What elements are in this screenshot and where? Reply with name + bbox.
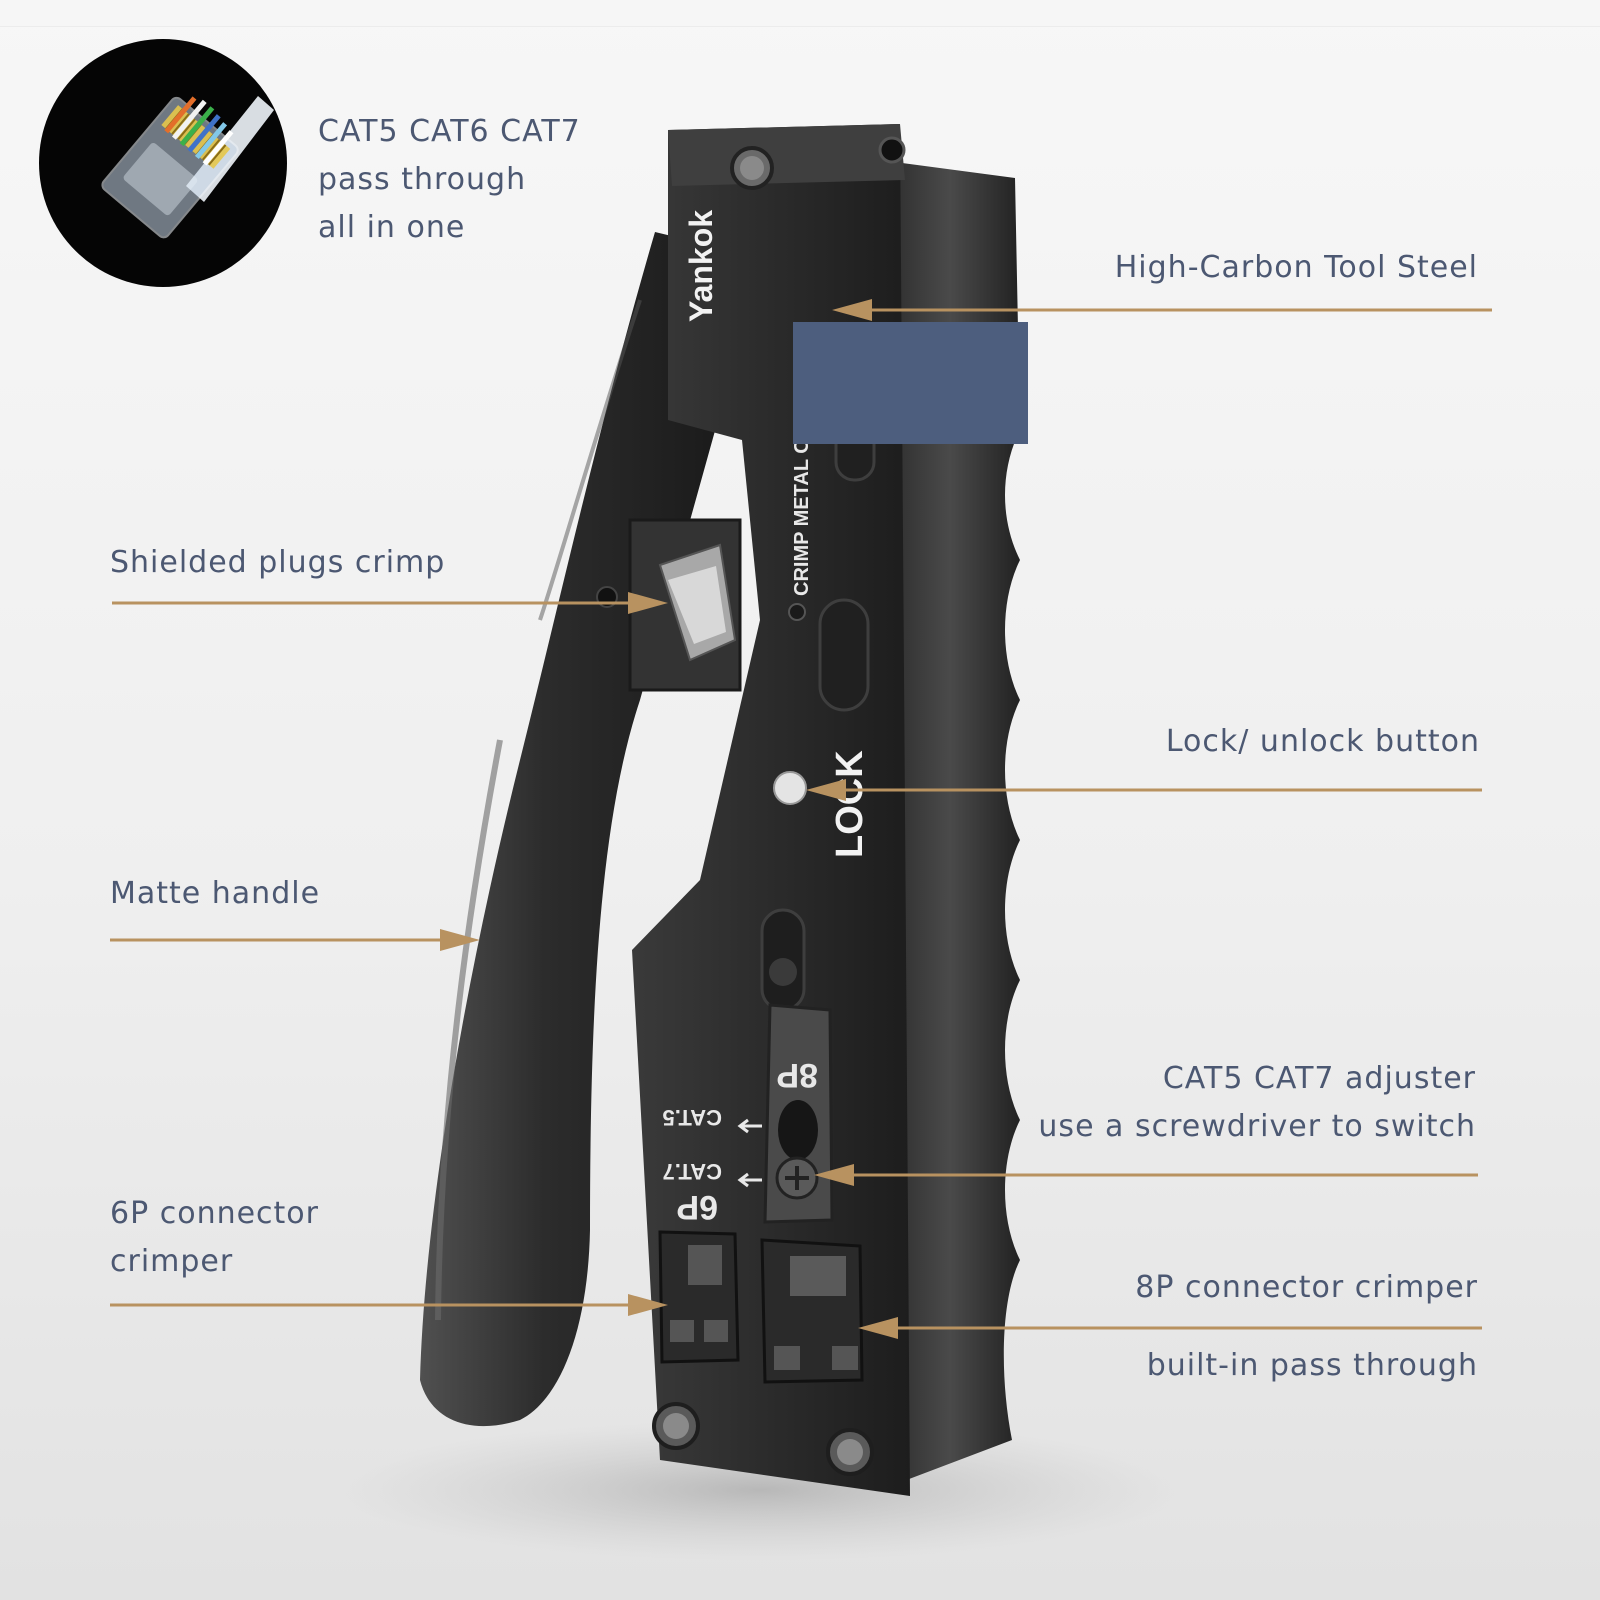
callout-steel: High-Carbon Tool Steel — [1115, 244, 1478, 292]
tool-cat5-mark: CAT.5 — [663, 1105, 723, 1130]
adjuster-leader-line — [814, 1164, 1478, 1186]
callout-six-p: 6P connector crimper — [110, 1190, 319, 1286]
lock-leader-line — [806, 779, 1482, 801]
top-band — [0, 0, 1600, 27]
six-p-leader-line — [110, 1294, 668, 1316]
tool-side-mark: CRIMP METAL CLIP — [791, 408, 813, 596]
six-p-line2: crimper — [110, 1244, 234, 1279]
eight-p-line2: built-in pass through — [1146, 1348, 1478, 1383]
callout-lock: Lock/ unlock button — [1166, 718, 1480, 766]
callout-handle: Matte handle — [110, 870, 320, 918]
tool-6p-mark: 6P — [676, 1188, 718, 1226]
tool-brand-mark: Yankok — [683, 210, 719, 322]
plug-features-line3: all in one — [318, 210, 466, 245]
handle-line1: Matte handle — [110, 876, 321, 911]
tool-8p-mark: 8P — [776, 1056, 818, 1094]
adjuster-line2: use a screwdriver to switch — [1038, 1109, 1476, 1144]
plug-features-line2: pass through — [318, 162, 527, 197]
callout-adjuster: CAT5 CAT7 adjuster use a screwdriver to … — [1038, 1055, 1476, 1151]
six-p-line1: 6P connector — [110, 1196, 319, 1231]
tool-cat7-mark: CAT.7 — [663, 1159, 723, 1184]
callout-plug-features: CAT5 CAT6 CAT7 pass through all in one — [318, 108, 581, 252]
steel-line1: High-Carbon Tool Steel — [1114, 250, 1478, 285]
tool-lock-mark: LOCK — [829, 750, 871, 858]
plug-features-line1: CAT5 CAT6 CAT7 — [318, 114, 581, 149]
shielded-leader-line — [112, 592, 668, 614]
redaction-block — [793, 322, 1028, 444]
adjuster-line1: CAT5 CAT7 adjuster — [1162, 1061, 1476, 1096]
callout-eight-p: 8P connector crimper built-in pass throu… — [1135, 1264, 1478, 1390]
shielded-line1: Shielded plugs crimp — [110, 545, 446, 580]
rj45-plug-badge — [39, 39, 287, 287]
steel-leader-line — [832, 299, 1492, 321]
lock-line1: Lock/ unlock button — [1165, 724, 1480, 759]
eight-p-line1: 8P connector crimper — [1135, 1270, 1478, 1305]
handle-leader-line — [110, 929, 480, 951]
callout-shielded: Shielded plugs crimp — [110, 539, 445, 587]
eight-p-leader-line — [858, 1317, 1482, 1339]
